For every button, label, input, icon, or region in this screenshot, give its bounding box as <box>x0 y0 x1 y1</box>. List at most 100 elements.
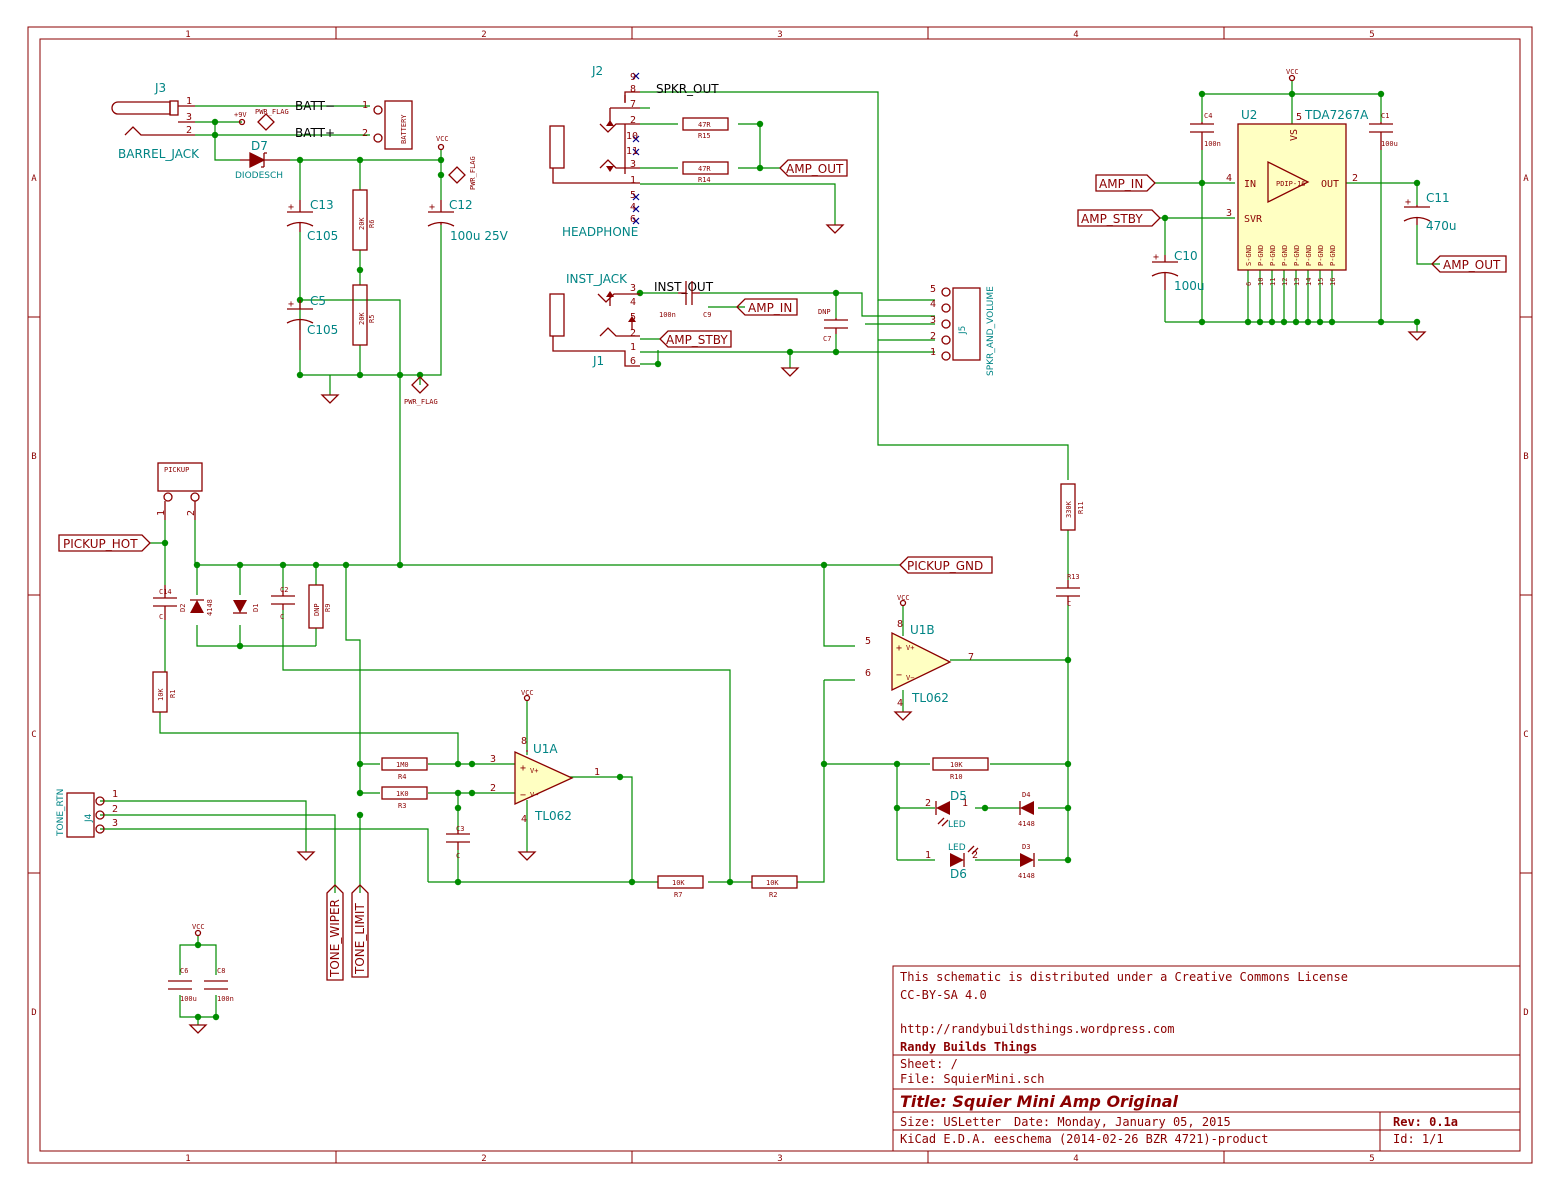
u2-gnd-pin-number: 13 <box>1293 278 1301 286</box>
junction-dot <box>1328 318 1336 326</box>
global-label-tone-wiper: TONE_WIPER <box>326 884 344 981</box>
svg-text:2: 2 <box>490 783 496 794</box>
svg-text:10K: 10K <box>672 879 685 887</box>
svg-text:100u 25V: 100u 25V <box>450 229 509 243</box>
junction-dot <box>1256 318 1264 326</box>
junction-dot <box>1377 90 1385 98</box>
junction-dot <box>356 789 364 797</box>
svg-text:2: 2 <box>186 510 197 516</box>
svg-text:+: + <box>896 643 902 654</box>
svg-text:5: 5 <box>865 636 871 647</box>
svg-text:8: 8 <box>521 736 527 747</box>
junction-dot <box>468 789 476 797</box>
junction-dot <box>832 348 840 356</box>
svg-text:3: 3 <box>630 159 636 170</box>
net-inst-out: INST_OUT <box>654 280 714 294</box>
svg-text:C: C <box>280 613 284 621</box>
junction-dot <box>636 289 644 297</box>
svg-text:C11: C11 <box>1426 191 1450 205</box>
global-label-tone-limit: TONE_LIMIT <box>351 884 369 978</box>
svg-text:J3: J3 <box>154 81 166 95</box>
junction-dot <box>893 760 901 768</box>
svg-text:3: 3 <box>1226 208 1232 219</box>
svg-text:1: 1 <box>112 789 118 800</box>
svg-text:8: 8 <box>897 619 903 630</box>
capacitor-c3: C3 C <box>446 825 470 860</box>
junction-dot <box>356 760 364 768</box>
capacitor-c12: + C12 100u 25V <box>427 198 509 243</box>
svg-text:SVR: SVR <box>1244 214 1263 225</box>
svg-text:1: 1 <box>930 347 936 358</box>
junction-dot <box>296 371 304 379</box>
svg-text:OUT: OUT <box>1321 179 1339 190</box>
svg-text:VS: VS <box>1289 129 1300 141</box>
svg-text:6: 6 <box>630 214 636 225</box>
svg-text:1: 1 <box>925 850 931 861</box>
net-spkr-out: SPKR_OUT <box>656 82 719 96</box>
junction-dot <box>832 289 840 297</box>
svg-text:C: C <box>456 852 460 860</box>
svg-text:D3: D3 <box>1022 843 1030 851</box>
svg-text:4: 4 <box>897 698 903 709</box>
svg-text:TONE_LIMIT: TONE_LIMIT <box>353 903 367 975</box>
svg-text:100n: 100n <box>217 995 234 1003</box>
svg-text:+: + <box>288 202 294 213</box>
svg-text:PDIP-16: PDIP-16 <box>1276 180 1306 188</box>
pwr-flag-label: PWR_FLAG <box>469 156 477 190</box>
u2-gnd-pin-name: P-GND <box>1281 245 1289 266</box>
svg-text:C14: C14 <box>159 588 172 596</box>
capacitor-c6: C6 100u <box>168 967 197 1003</box>
junction-dot <box>468 760 476 768</box>
junction-dot <box>454 804 462 812</box>
svg-text:U1B: U1B <box>910 623 935 637</box>
global-label-amp-out: AMP_OUT <box>1431 255 1507 273</box>
svg-text:+: + <box>520 763 526 774</box>
capacitor-c10: + C10 100u <box>1151 249 1205 293</box>
junction-dot <box>279 561 287 569</box>
border-row-label: A <box>1523 174 1529 184</box>
svg-text:1K0: 1K0 <box>396 790 409 798</box>
junction-dot <box>1064 760 1072 768</box>
capacitor-c7: DNP C7 <box>818 308 848 343</box>
svg-text:2: 2 <box>630 115 636 126</box>
svg-text:+: + <box>1153 252 1159 263</box>
svg-text:C105: C105 <box>307 323 338 337</box>
svg-text:C1: C1 <box>1381 112 1389 120</box>
svg-text:R5: R5 <box>368 315 376 323</box>
title-block: This schematic is distributed under a Cr… <box>892 965 1521 1152</box>
date-label: Date: Monday, January 05, 2015 <box>1014 1115 1231 1129</box>
junction-dot <box>454 760 462 768</box>
svg-text:C5: C5 <box>310 294 326 308</box>
junction-dot <box>1161 214 1169 222</box>
junction-dot <box>212 1013 220 1021</box>
svg-text:C12: C12 <box>449 198 473 212</box>
u2-gnd-pin-name: P-GND <box>1317 245 1325 266</box>
svg-text:−: − <box>896 670 902 681</box>
svg-text:3: 3 <box>186 112 192 123</box>
svg-text:V−: V− <box>530 791 538 799</box>
resistor-r14: 47R R14 <box>682 161 729 184</box>
svg-text:+: + <box>288 299 294 310</box>
url-text: http://randybuildsthings.wordpress.com <box>900 1022 1175 1036</box>
capacitor-r13: R13 C <box>1056 573 1080 608</box>
junctions <box>161 90 1421 1021</box>
junction-dot <box>756 164 764 172</box>
svg-text:D7: D7 <box>251 139 268 153</box>
junction-dot <box>654 360 662 368</box>
capacitor-c1: C1 100u <box>1369 112 1398 150</box>
svg-text:5: 5 <box>1296 112 1302 123</box>
vcc-label: VCC <box>192 923 205 931</box>
svg-text:DNP: DNP <box>313 603 321 616</box>
border-column-label: 5 <box>1369 1154 1374 1164</box>
no-connects <box>632 72 640 225</box>
junction-dot <box>616 773 624 781</box>
resistor-r15: 47R R15 <box>682 117 729 140</box>
power-symbols: VCC VCC VCC VCC VCC +9V PWR_FLAG PWR_FLA… <box>192 68 1299 937</box>
svg-text:V−: V− <box>906 674 914 682</box>
junction-dot <box>628 878 636 886</box>
junction-dot <box>193 561 201 569</box>
u2-gnd-pin-name: P-GND <box>1305 245 1313 266</box>
wires <box>100 80 1440 1025</box>
svg-text:3: 3 <box>630 283 636 294</box>
svg-text:5: 5 <box>630 190 636 201</box>
